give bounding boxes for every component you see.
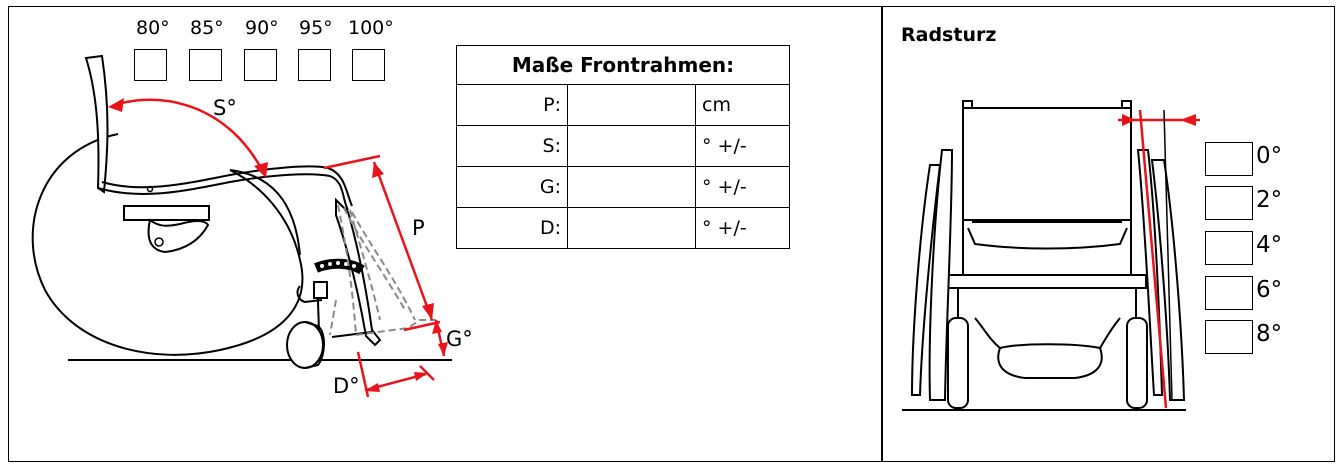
- g-value-field[interactable]: [567, 166, 696, 208]
- seat-angle-label-85: 85°: [190, 17, 224, 39]
- row-label: D:: [456, 207, 568, 249]
- seat-plate: [123, 205, 210, 221]
- caster-wheel: [286, 321, 324, 369]
- camber-label-6: 6°: [1256, 277, 1283, 303]
- seat-angle-arc: [117, 98, 264, 171]
- depth-dim-label: D°: [333, 374, 360, 398]
- camber-checkbox-6[interactable]: [1205, 276, 1253, 310]
- seat-angle-label-100: 100°: [348, 17, 394, 39]
- gap-dim-label: G°: [446, 327, 473, 351]
- seat-angle-checkbox-80[interactable]: [134, 49, 167, 81]
- row-unit: ° +/-: [695, 207, 790, 249]
- rear-wheel: [31, 133, 304, 356]
- seat-angle-label-95: 95°: [299, 17, 333, 39]
- seat-angle-dim-label: S°: [213, 96, 237, 120]
- seat-frame: [97, 173, 349, 211]
- form-frame: [8, 6, 1335, 462]
- camber-checkbox-2[interactable]: [1205, 186, 1253, 220]
- table-title: Maße Frontrahmen:: [456, 45, 790, 85]
- p-value-field[interactable]: [567, 84, 696, 126]
- seat-angle-checkbox-100[interactable]: [352, 49, 385, 81]
- length-dim-label: P: [412, 216, 425, 240]
- row-unit: cm: [695, 84, 790, 126]
- seat-angle-checkbox-85[interactable]: [189, 49, 222, 81]
- frame-measurements-table: Maße Frontrahmen: P: cm S: ° +/- G: ° +/…: [456, 45, 790, 249]
- camber-title: Radsturz: [901, 24, 997, 46]
- camber-label-2: 2°: [1256, 187, 1283, 213]
- camber-checkbox-0[interactable]: [1205, 142, 1253, 176]
- table-row: P: cm: [456, 84, 790, 126]
- seat-angle-label-80: 80°: [136, 17, 170, 39]
- section-divider: [881, 6, 883, 462]
- camber-label-0: 0°: [1256, 143, 1283, 169]
- row-unit: ° +/-: [695, 166, 790, 208]
- front-view-diagram: [902, 100, 1186, 411]
- camber-label-8: 8°: [1256, 321, 1283, 347]
- seat-angle-checkbox-90[interactable]: [244, 49, 277, 81]
- table-row: S: ° +/-: [456, 125, 790, 167]
- row-label: P:: [456, 84, 568, 126]
- row-unit: ° +/-: [695, 125, 790, 167]
- camber-indicator: [1118, 109, 1200, 409]
- row-label: S:: [456, 125, 568, 167]
- dashed-alt-positions: [329, 204, 436, 336]
- camber-checkbox-4[interactable]: [1205, 231, 1253, 265]
- d-value-field[interactable]: [567, 207, 696, 249]
- length-dimension: [372, 161, 434, 321]
- camber-checkbox-8[interactable]: [1205, 320, 1253, 354]
- table-row: G: ° +/-: [456, 166, 790, 208]
- backrest: [84, 54, 109, 194]
- seat-angle-label-90: 90°: [245, 17, 279, 39]
- seat-angle-checkbox-95[interactable]: [298, 49, 331, 81]
- camber-label-4: 4°: [1256, 232, 1283, 258]
- s-value-field[interactable]: [567, 125, 696, 167]
- row-label: G:: [456, 166, 568, 208]
- table-row: D: ° +/-: [456, 207, 790, 249]
